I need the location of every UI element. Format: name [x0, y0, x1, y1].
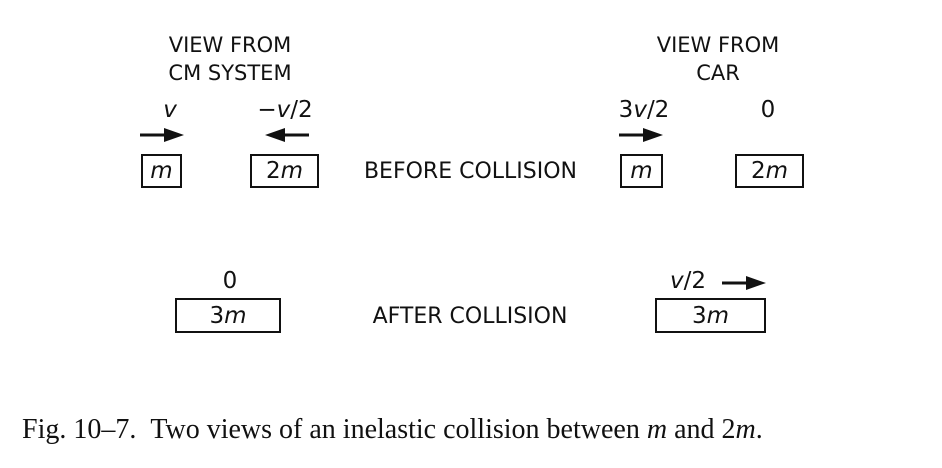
figure-caption: Fig. 10–7. Two views of an inelastic col… — [22, 414, 763, 445]
velocity-label-3m-car: v/2 — [669, 268, 706, 294]
arrow-right-icon — [619, 128, 665, 142]
mass-box-m-cm: m — [141, 154, 182, 188]
velocity-label-2m-car: 0 — [760, 97, 776, 123]
velocity-label-2m-cm: −v/2 — [257, 97, 313, 123]
arrow-left-icon — [265, 128, 311, 142]
mass-box-m-car: m — [620, 154, 663, 188]
velocity-label-m-cm: v — [163, 97, 177, 123]
before-collision-label: BEFORE COLLISION — [363, 159, 578, 184]
arrow-right-icon — [140, 128, 186, 142]
arrow-right-icon — [722, 276, 768, 290]
right-title-line1: VIEW FROM — [656, 33, 780, 57]
velocity-label-3m-cm: 0 — [222, 268, 238, 294]
right-title-line2: CAR — [696, 61, 740, 85]
left-title-line2: CM SYSTEM — [168, 61, 292, 85]
left-title-line1: VIEW FROM — [168, 33, 292, 57]
after-collision-label: AFTER COLLISION — [372, 304, 568, 329]
velocity-label-m-car: 3v/2 — [618, 97, 670, 123]
